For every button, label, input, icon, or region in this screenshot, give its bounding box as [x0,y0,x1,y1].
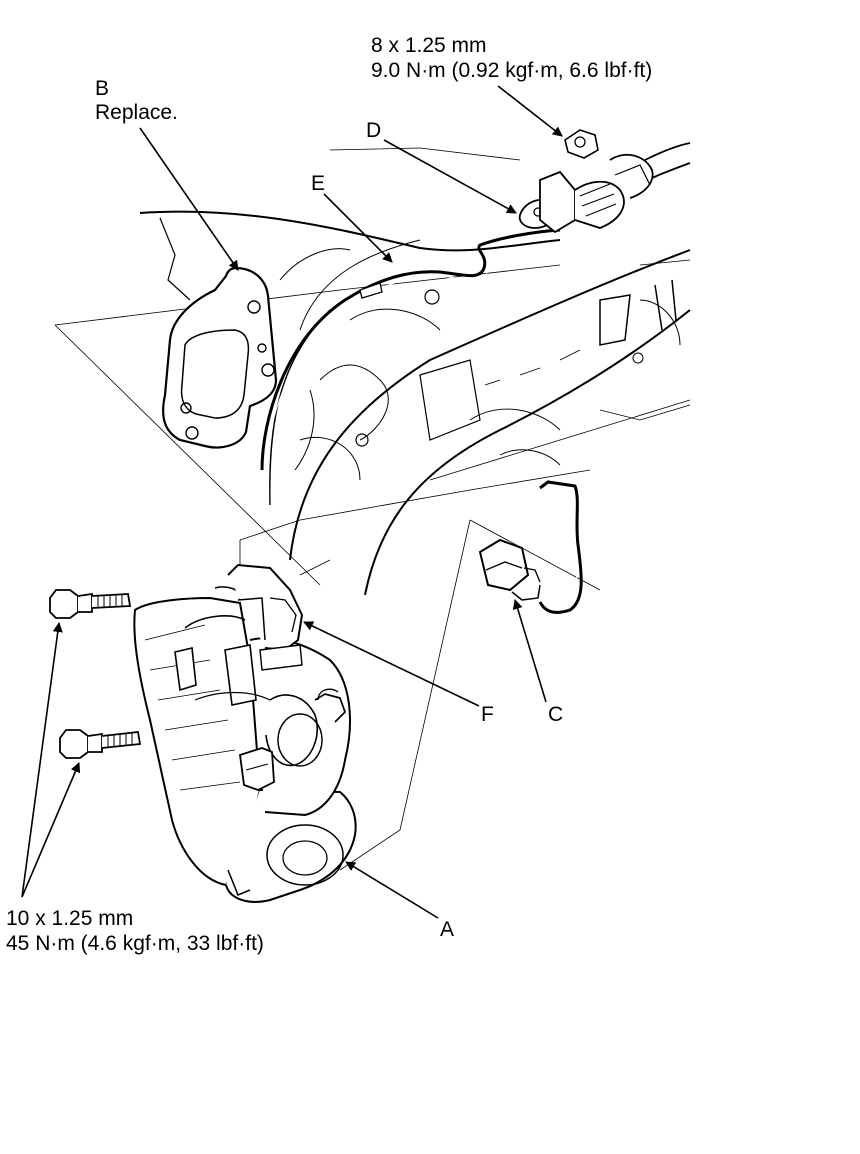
upper-mounting-bolt [49,589,132,619]
callout-e: E [311,172,326,195]
leader-lines [21,85,563,919]
torque-label-size-top: 8 x 1.25 mm [371,34,487,57]
callout-f: F [481,703,494,726]
starter-connector [478,480,583,614]
torque-label-spec-top: 9.0 N·m (0.92 kgf·m, 6.6 lbf·ft) [371,59,653,82]
intake-manifold [139,210,691,596]
callout-b: B [95,77,110,100]
callout-b-note: Replace. [95,101,178,124]
torque-label-size-bottom: 10 x 1.25 mm [6,907,134,930]
callout-c: C [548,703,564,726]
gasket [162,266,278,449]
ground-cable [260,228,561,473]
ground-terminal [518,129,691,234]
torque-label-spec-bottom: 45 N·m (4.6 kgf·m, 33 lbf·ft) [6,932,264,955]
starter-motor [133,563,357,903]
callout-d: D [366,119,382,142]
callout-a: A [440,918,455,941]
lower-mounting-bolt [59,729,142,759]
